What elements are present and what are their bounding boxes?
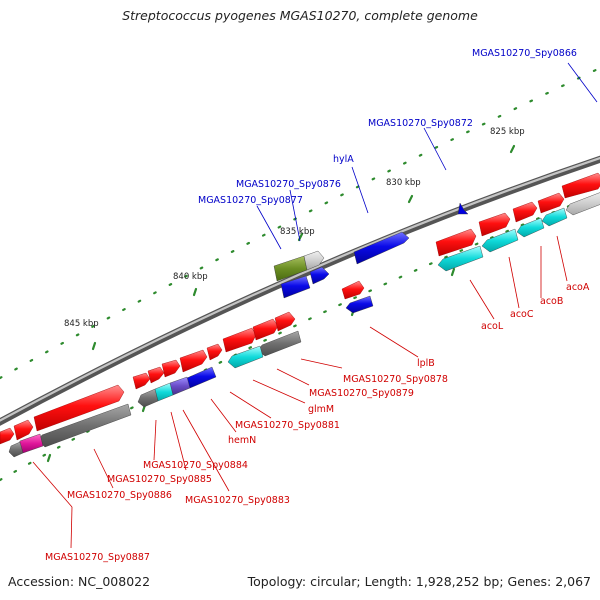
label-hemN[interactable]: hemN xyxy=(228,435,256,446)
gene-spy0872-marker[interactable] xyxy=(457,202,469,215)
gene-spy0876[interactable] xyxy=(309,266,330,285)
label-spy0878[interactable]: MGAS10270_Spy0878 xyxy=(343,374,448,385)
outer-strand-genes xyxy=(273,202,469,299)
label-spy0887[interactable]: MGAS10270_Spy0887 xyxy=(45,552,150,563)
gene-grey-0883[interactable] xyxy=(137,388,159,408)
label-lplB[interactable]: lplB xyxy=(417,358,435,369)
gene-cyan-acoB[interactable] xyxy=(516,217,545,238)
gene-labels-bottom: acoA acoB acoC acoL lplB MGAS10270_Spy08… xyxy=(45,282,590,563)
gene-grey-end[interactable] xyxy=(8,441,24,458)
scale-label: 840 kbp xyxy=(173,272,208,282)
gene-red-10[interactable] xyxy=(13,419,34,441)
gene-cyan-acoL[interactable] xyxy=(437,245,484,272)
label-spy0872[interactable]: MGAS10270_Spy0872 xyxy=(368,118,473,129)
callout-lines-top xyxy=(256,62,598,250)
label-spy0886[interactable]: MGAS10270_Spy0886 xyxy=(67,490,172,501)
label-spy0884[interactable]: MGAS10270_Spy0884 xyxy=(143,460,248,471)
scale-labels: 825 kbp 830 kbp 835 kbp 840 kbp 845 kbp xyxy=(64,127,525,329)
gene-light-far[interactable] xyxy=(565,191,600,216)
gene-cyan-acoA[interactable] xyxy=(541,207,568,227)
gene-red-11[interactable] xyxy=(0,427,15,445)
label-spy0883[interactable]: MGAS10270_Spy0883 xyxy=(185,495,290,506)
gene-lplB[interactable] xyxy=(341,280,365,300)
callout-lines-bottom xyxy=(32,235,568,549)
gene-red-8[interactable] xyxy=(132,372,151,390)
label-spy0885[interactable]: MGAS10270_Spy0885 xyxy=(107,474,212,485)
label-spy0879[interactable]: MGAS10270_Spy0879 xyxy=(309,388,414,399)
gene-red-5[interactable] xyxy=(179,349,208,373)
gene-red-3[interactable] xyxy=(274,311,296,332)
outer-scale-ring xyxy=(0,66,600,380)
scale-label: 830 kbp xyxy=(386,178,421,188)
chromosome-backbone-highlight xyxy=(0,156,600,422)
label-hylA[interactable]: hylA xyxy=(333,154,354,165)
map-title: Streptococcus pyogenes MGAS10270, comple… xyxy=(122,8,478,23)
gene-acoB[interactable] xyxy=(512,201,538,223)
label-spy0876[interactable]: MGAS10270_Spy0876 xyxy=(236,179,341,190)
accession-text: Accession: NC_008022 xyxy=(8,574,151,589)
label-spy0881[interactable]: MGAS10270_Spy0881 xyxy=(235,420,340,431)
reverse-strand-genes xyxy=(8,191,600,458)
gene-cyan-acoC[interactable] xyxy=(481,228,519,253)
gene-red-2[interactable] xyxy=(252,318,279,341)
topology-summary: Topology: circular; Length: 1,928,252 bp… xyxy=(247,574,591,589)
gene-light-grey[interactable] xyxy=(303,250,325,271)
label-acoB[interactable]: acoB xyxy=(540,296,563,307)
gene-cyan-0879[interactable] xyxy=(227,345,264,369)
label-spy0877[interactable]: MGAS10270_Spy0877 xyxy=(198,195,303,206)
gene-red-far[interactable] xyxy=(561,172,600,199)
label-acoA[interactable]: acoA xyxy=(566,282,590,293)
scale-label: 835 kbp xyxy=(280,227,315,237)
gene-acoL[interactable] xyxy=(435,228,477,257)
scale-label: 845 kbp xyxy=(64,319,99,329)
gene-red-6[interactable] xyxy=(161,359,181,378)
gene-red-9[interactable] xyxy=(33,384,125,432)
gene-red-4[interactable] xyxy=(206,343,223,361)
gene-hylA[interactable] xyxy=(353,231,410,265)
chromosome-backbone xyxy=(0,155,600,426)
gene-labels-top: MGAS10270_Spy0866 MGAS10270_Spy0872 hylA… xyxy=(198,48,577,206)
label-acoL[interactable]: acoL xyxy=(481,321,504,332)
forward-strand-genes xyxy=(0,172,600,445)
gene-red-7[interactable] xyxy=(147,366,165,384)
gene-acoC[interactable] xyxy=(478,212,511,237)
label-glmM[interactable]: glmM xyxy=(308,404,334,415)
label-acoC[interactable]: acoC xyxy=(510,309,534,320)
gene-blue-lplB[interactable] xyxy=(345,295,374,314)
scale-label: 825 kbp xyxy=(490,127,525,137)
gene-red-1[interactable] xyxy=(222,327,257,353)
gene-spy0877[interactable] xyxy=(280,275,311,299)
gene-acoA[interactable] xyxy=(537,192,565,214)
label-spy0866[interactable]: MGAS10270_Spy0866 xyxy=(472,48,577,59)
